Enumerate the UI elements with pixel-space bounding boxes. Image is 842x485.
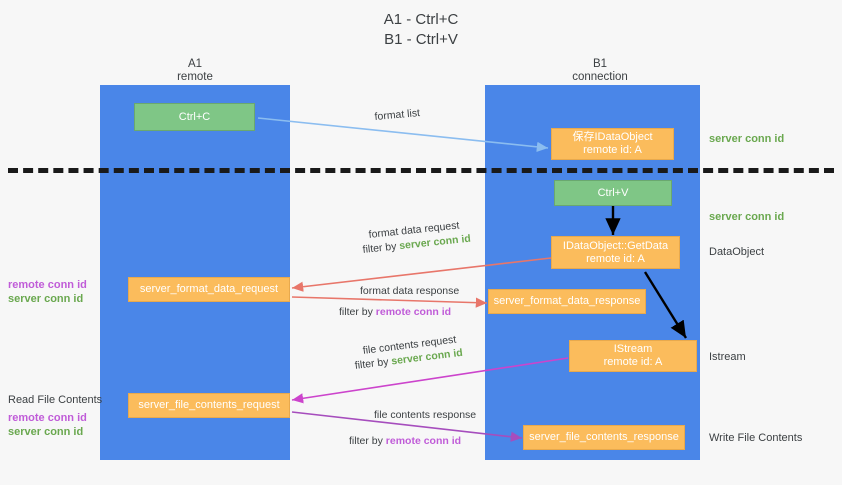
box-server-file-contents-response-label: server_file_contents_response [529,431,679,443]
box-idataobject-getdata-line2: remote id: A [586,252,645,265]
lane-header-b1-name: B1 [592,58,608,70]
box-server-format-data-request-label: server_format_data_request [139,283,279,295]
right-label-server-conn-id-mid-text: server conn id [709,211,785,223]
right-label-istream: Istream [709,351,746,363]
filter-prefix: filter by [349,435,386,447]
filter-prefix: filter by [362,240,400,256]
right-label-dataobject: DataObject [709,246,765,258]
lane-header-a1: A1 remote [140,58,250,84]
page-title: A1 - Ctrl+C B1 - Ctrl+V [383,11,459,48]
right-label-server-conn-id-top-text: server conn id [709,133,785,145]
edge-label-format-data-response: format data response [360,285,460,297]
edge-label-file-contents-response-filter: filter by remote conn id [349,434,461,448]
edge-label-format-list: format list [374,107,421,123]
right-label-write-file-contents: Write File Contents [709,432,803,444]
edge-label-format-data-response-filter: filter by remote conn id [339,305,451,319]
right-label-server-conn-id-top: server conn id [709,132,784,146]
lane-header-a1-sub: remote [177,71,213,83]
box-istream-line1: IStream [613,343,653,355]
box-istream-line2: remote id: A [603,356,663,368]
lane-header-a1-name: A1 [187,58,203,70]
lane-header-b1: B1 connection [545,58,655,84]
box-save-idataobject[interactable]: 保存IDataObject remote id: A [551,128,674,160]
box-idataobject-getdata-line1: IDataObject::GetData [562,239,669,252]
box-server-file-contents-response[interactable]: server_file_contents_response [523,425,685,450]
lane-header-b1-sub: connection [572,71,628,83]
left-label-server-conn-id-mid: server conn id [8,293,84,305]
box-istream[interactable]: IStream remote id: A [569,340,697,372]
box-server-format-data-request[interactable]: server_format_data_request [128,277,290,302]
box-ctrl-v-label: Ctrl+V [597,186,629,199]
box-server-file-contents-request[interactable]: server_file_contents_request [128,393,290,418]
box-idataobject-getdata[interactable]: IDataObject::GetData remote id: A [551,236,680,269]
filter-value-remote-conn-id: remote conn id [375,306,452,318]
box-server-format-data-response-label: server_format_data_response [493,295,641,307]
filter-prefix: filter by [339,306,376,318]
box-server-format-data-response[interactable]: server_format_data_response [488,289,646,314]
phase-separator [8,168,834,173]
left-label-read-file-contents: Read File Contents [8,394,103,406]
left-label-conn-ids-low: remote conn id server conn id [8,411,87,439]
filter-value-remote-conn-id: remote conn id [385,435,462,447]
box-server-file-contents-request-label: server_file_contents_request [138,399,280,411]
left-label-remote-conn-id-low: remote conn id [8,412,87,424]
filter-prefix: filter by [354,355,393,372]
box-ctrl-v[interactable]: Ctrl+V [554,180,672,206]
box-save-idataobject-line2: remote id: A [583,144,642,156]
box-ctrl-c-label: Ctrl+C [178,110,211,123]
edge-label-file-contents-response: file contents response [374,409,477,421]
right-label-server-conn-id-mid: server conn id [709,210,784,224]
box-ctrl-c[interactable]: Ctrl+C [134,103,255,131]
left-label-remote-conn-id-mid: remote conn id [8,279,87,291]
left-label-conn-ids-mid: remote conn id server conn id [8,278,87,306]
left-label-server-conn-id-low: server conn id [8,426,84,438]
box-save-idataobject-line1: 保存IDataObject [572,131,653,143]
